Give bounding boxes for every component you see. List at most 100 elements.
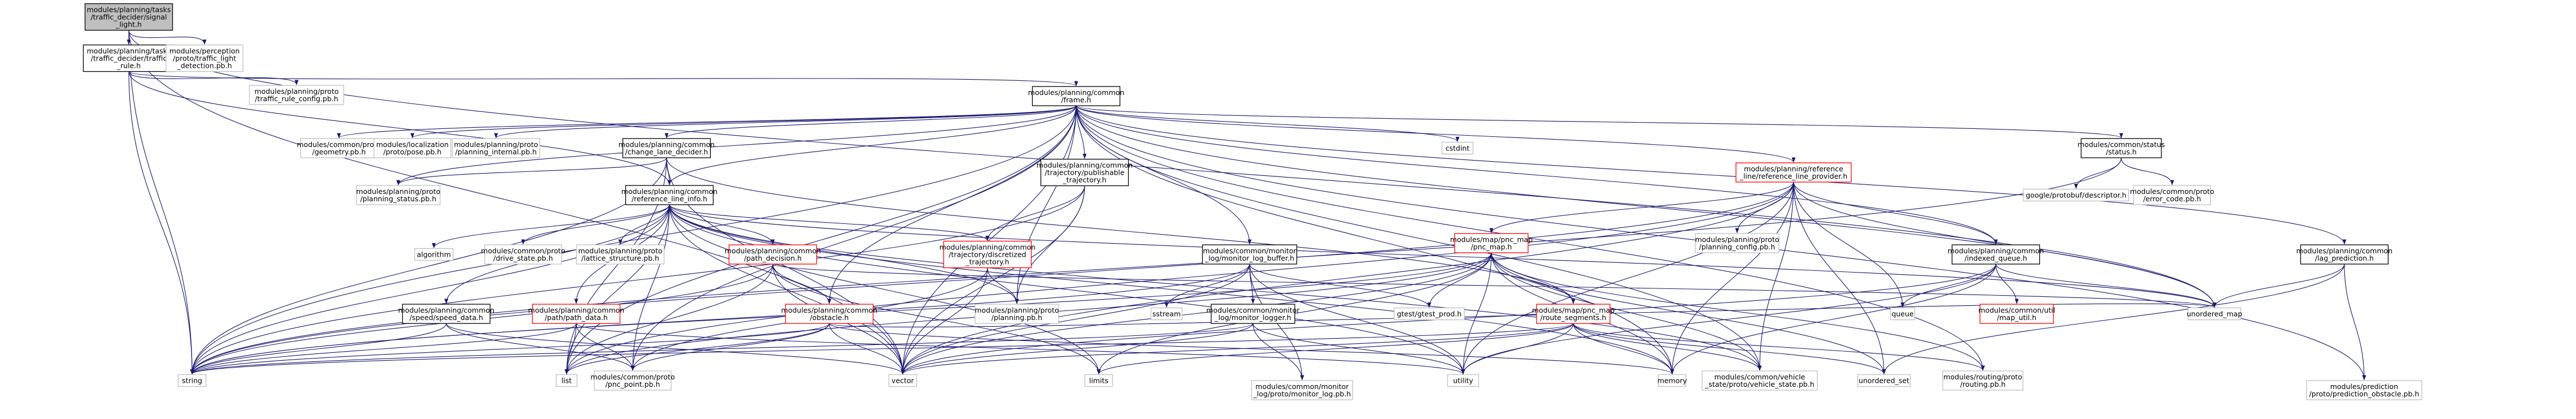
node-change_lane[interactable]: modules/planning/common/change_lane_deci… [619,138,715,158]
edge-frame-to-list [564,105,1077,374]
node-limits[interactable]: limits [1084,374,1113,387]
node-label: _trajectory.h [965,258,1009,266]
node-label: string [182,377,202,385]
node-box [1084,374,1113,387]
node-algorithm[interactable]: algorithm [414,248,454,261]
node-memory[interactable]: memory [1657,374,1687,387]
node-tr_config[interactable]: modules/planning/proto/traffic_rule_conf… [249,85,345,105]
node-route_segments[interactable]: modules/map/pnc_map/route_segments.h [1532,304,1615,324]
node-publishable[interactable]: modules/planning/common/trajectory/publi… [1037,158,1133,187]
node-label: modules/common/util [1978,306,2055,314]
node-log_buffer[interactable]: modules/common/monitor_log/monitor_log_b… [1202,244,1298,265]
edge-discretized-to-planning_pb [987,267,1019,304]
node-label: cstdint [1446,144,1470,153]
edge-route_segments-to-limits [1096,323,1574,374]
edge-monitor_logger-to-utility [1252,323,1465,374]
edge-frame-to-lag_prediction [1076,105,2347,245]
node-ref_provider[interactable]: modules/planning/reference_line/referenc… [1735,162,1852,183]
node-status[interactable]: modules/common/status/status.h [2078,138,2165,158]
edge-frame-to-unordered_map [1076,105,2217,308]
node-box [1032,86,1121,106]
node-label: /traffic_decider/traffic [91,54,167,63]
node-discretized[interactable]: modules/planning/common/trajectory/discr… [939,240,1035,269]
edge-route_segments-to-vehicle_state [1573,323,1762,371]
node-pose[interactable]: modules/localization/proto/pose.pb.h [373,138,451,158]
node-map_util[interactable]: modules/common/util/map_util.h [1978,304,2055,324]
edge-frame-to-geometry [337,105,1077,139]
node-path_data[interactable]: modules/planning/common/path/path_data.h [528,304,624,324]
node-vector[interactable]: vector [888,374,917,387]
node-drive_state[interactable]: modules/common/proto/drive_state.pb.h [481,244,565,265]
edge-frame-to-vehicle_state [1076,105,1762,371]
node-geometry[interactable]: modules/common/proto/geometry.pb.h [297,138,381,158]
node-unordered_map[interactable]: unordered_map [2187,307,2243,321]
node-speed_data[interactable]: modules/planning/common/speed/speed_data… [398,304,494,324]
node-routing_pb[interactable]: modules/routing/proto/routing.pb.h [1942,370,2024,391]
node-label: /speed/speed_data.h [410,313,483,322]
node-pnc_map[interactable]: modules/map/pnc_map/pnc_map.h [1450,233,1533,253]
node-ref_line_info[interactable]: modules/planning/common/reference_line_i… [621,185,717,205]
node-box [1454,233,1529,253]
node-label: modules/routing/proto [1943,373,2022,381]
node-queue[interactable]: queue [1890,307,1916,321]
edge-publishable-to-string [190,185,1085,374]
node-label: _rule.h [116,62,141,70]
edge-log_buffer-to-gtest_prod [1249,264,1431,308]
node-descriptor[interactable]: google/protobuf/descriptor.h [2023,188,2129,202]
node-cstdint[interactable]: cstdint [1441,141,1474,155]
node-frame[interactable]: modules/planning/common/frame.h [1028,86,1124,106]
edge-indexed_queue-to-queue [1900,264,1996,308]
node-root[interactable]: modules/planning/tasks/traffic_decider/s… [84,3,173,31]
edge-root-to-string [128,30,194,374]
node-list[interactable]: list [555,374,578,387]
node-gtest_prod[interactable]: gtest/gtest_prod.h [1394,307,1465,321]
node-label: list [562,377,572,385]
edge-ref_line_info-to-lattice_structure [618,204,670,245]
node-path_decision[interactable]: modules/planning/common/path_decision.h [725,244,821,265]
node-box [1890,307,1916,321]
node-traffic_rule[interactable]: modules/planning/tasks/traffic_decider/t… [82,44,175,72]
node-label: _log/proto/monitor_log.pb.h [1253,390,1351,398]
node-label: modules/planning/common [1948,247,2044,255]
edge-route_segments-to-vector [900,323,1574,374]
node-vehicle_state[interactable]: modules/common/vehicle_state/proto/vehic… [1702,370,1818,391]
edge-ref_line_info-to-memory [669,204,1674,374]
node-label: modules/planning/reference [1744,165,1843,173]
node-error_code[interactable]: modules/common/proto/error_code.pb.h [2130,185,2214,205]
node-label: unordered_map [2187,310,2243,318]
node-box [1735,162,1852,183]
edge-root-to-tl_detection [128,30,207,45]
node-tl_detection[interactable]: modules/perception/proto/traffic_light_d… [166,44,243,72]
node-label: modules/common/proto [481,247,565,255]
node-lag_prediction[interactable]: modules/planning/common/lag_prediction.h [2296,244,2392,265]
edge-ref_line_info-to-discretized [669,204,990,241]
node-layer: modules/planning/tasks/traffic_decider/s… [82,3,2422,400]
node-indexed_queue[interactable]: modules/planning/common/indexed_queue.h [1948,244,2044,265]
node-monitor_log_pb[interactable]: modules/common/monitor_log/proto/monitor… [1251,380,1354,400]
node-planning_config[interactable]: modules/planning/proto/planning_config.p… [1695,233,1779,253]
node-lattice_structure[interactable]: modules/planning/proto/lattice_structure… [576,244,665,265]
node-planning_internal[interactable]: modules/planning/proto/planning_internal… [451,138,541,158]
node-string[interactable]: string [177,374,207,387]
node-pnc_point[interactable]: modules/common/proto/pnc_point.pb.h [590,370,675,391]
node-planning_status[interactable]: modules/planning/proto/planning_status.p… [356,185,441,205]
edge-ref_line_info-to-utility [669,204,1465,374]
node-prediction_obstacle[interactable]: modules/prediction/proto/prediction_obst… [2306,380,2422,400]
node-box [576,244,665,265]
edge-path_data-to-pnc_point [576,323,635,371]
node-label: /status.h [2106,148,2137,156]
node-utility[interactable]: utility [1447,374,1480,387]
node-box [2023,188,2129,202]
node-sstream[interactable]: sstream [1150,307,1183,321]
node-obstacle[interactable]: modules/planning/common/obstacle.h [781,304,877,324]
node-unordered_set[interactable]: unordered_set [1857,374,1911,387]
node-planning_pb[interactable]: modules/planning/proto/planning.pb.h [974,304,1059,324]
node-label: modules/planning/tasks [87,47,171,55]
node-box [532,304,621,324]
node-box [1202,244,1298,265]
node-label: modules/planning/common [781,306,877,314]
edge-route_segments-to-routing_pb [1573,323,1985,371]
node-label: /geometry.pb.h [312,148,366,156]
edge-frame-to-vector [900,105,1077,374]
node-monitor_logger[interactable]: modules/common/monitor_log/monitor_logge… [1206,304,1300,324]
